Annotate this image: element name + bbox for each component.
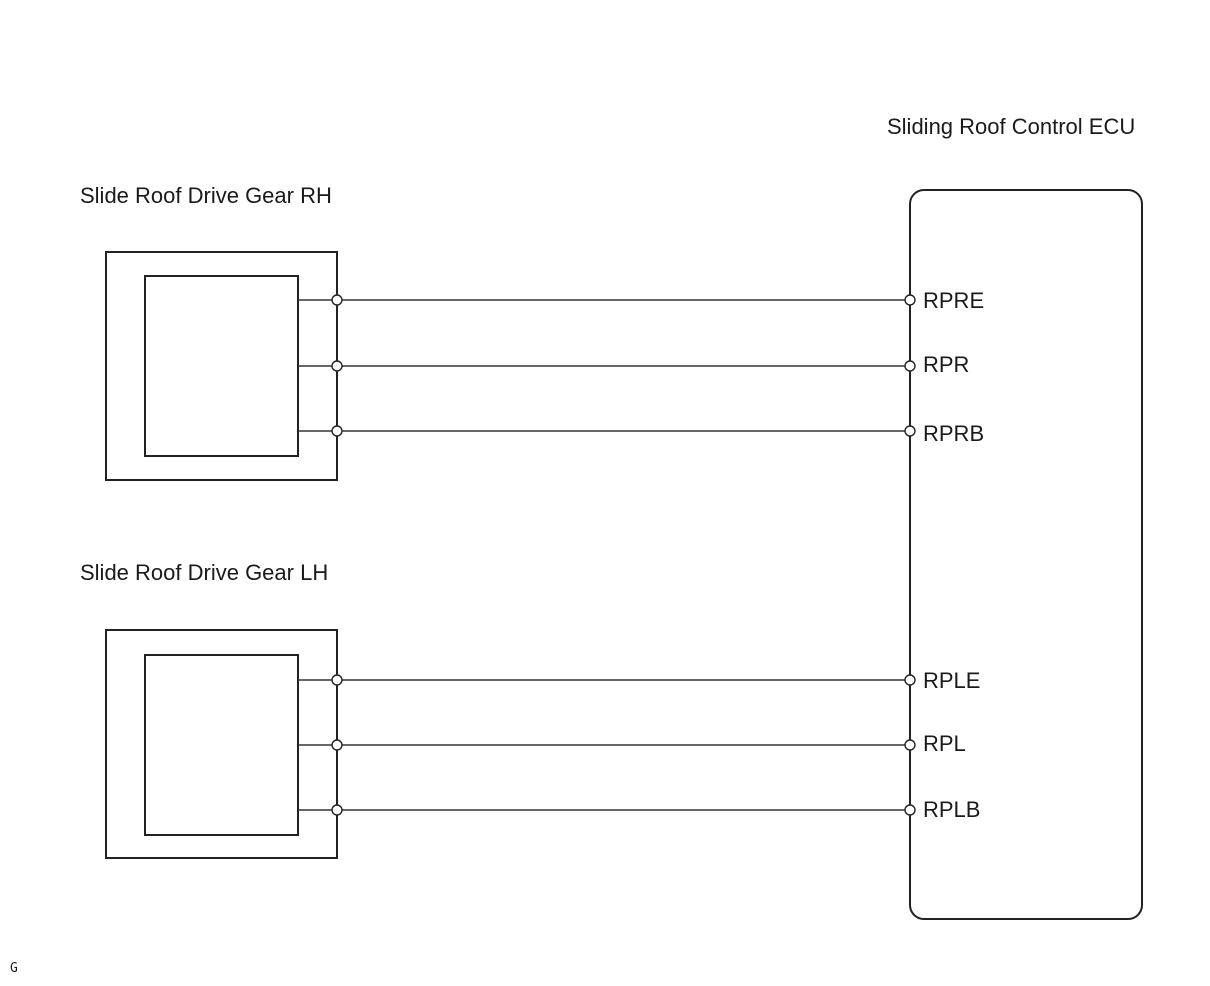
ecu-title: Sliding Roof Control ECU — [887, 114, 1135, 139]
component-title-rh: Slide Roof Drive Gear RH — [80, 183, 332, 208]
pin-label-rprb: RPRB — [923, 421, 984, 446]
ecu-box — [909, 189, 1143, 920]
wire-group-rh: RPRE RPR RPRB — [298, 288, 984, 446]
component-inner-box-lh — [144, 654, 299, 836]
terminal-component — [331, 804, 343, 816]
terminal-component — [331, 739, 343, 751]
component-title-lh: Slide Roof Drive Gear LH — [80, 560, 328, 585]
pin-label-rpre: RPRE — [923, 288, 984, 313]
wire-lh-1: RPLE — [298, 668, 980, 693]
wire-rh-3: RPRB — [298, 421, 984, 446]
terminal-component — [331, 360, 343, 372]
footer-code: G — [10, 961, 18, 976]
terminal-component — [331, 294, 343, 306]
wire-rh-2: RPR — [298, 352, 969, 377]
terminal-ecu — [904, 739, 916, 751]
wire-lh-3: RPLB — [298, 797, 980, 822]
terminal-ecu — [904, 804, 916, 816]
terminal-component — [331, 674, 343, 686]
terminal-ecu — [904, 425, 916, 437]
pin-label-rpl: RPL — [923, 731, 966, 756]
wire-lh-2: RPL — [298, 731, 966, 756]
pin-label-rplb: RPLB — [923, 797, 980, 822]
pin-label-rple: RPLE — [923, 668, 980, 693]
terminal-ecu — [904, 674, 916, 686]
wire-rh-1: RPRE — [298, 288, 984, 313]
wire-group-lh: RPLE RPL RPLB — [298, 668, 980, 822]
component-inner-box-rh — [144, 275, 299, 457]
pin-label-rpr: RPR — [923, 352, 969, 377]
terminal-ecu — [904, 294, 916, 306]
terminal-component — [331, 425, 343, 437]
terminal-ecu — [904, 360, 916, 372]
